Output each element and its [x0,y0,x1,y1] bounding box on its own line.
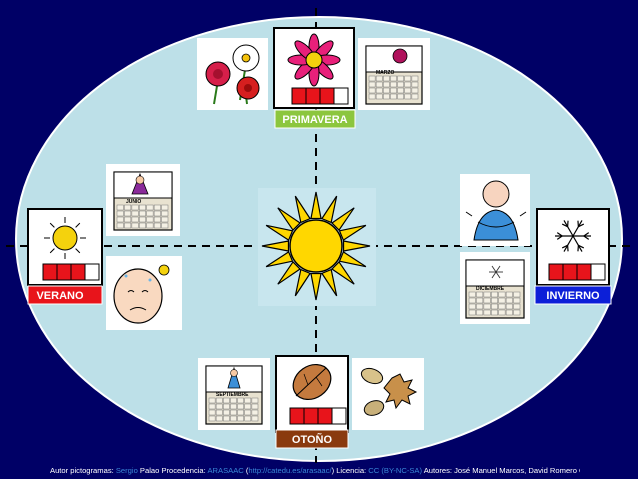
autumn-label: OTOÑO [275,429,349,449]
spring-calendar-card: MARZO [358,38,430,110]
credits-author-link[interactable]: Sergio [115,466,138,475]
calendar-icon [205,365,263,425]
credits-text: Autores: José Manuel Marcos, David Romer… [423,466,580,475]
spring-flower-icon [287,33,341,87]
calendar-month-label: DICIEMBRE [476,286,505,292]
credits-footer: Autor pictogramas: Sergio Palao Proceden… [50,463,580,479]
winter-season-squares [548,263,606,281]
credits-text: ) Licencia: [331,466,369,475]
winter-cold-person-card [460,174,530,246]
spring-label: PRIMAVERA [274,109,356,129]
summer-season-squares [42,263,100,281]
calendar-icon [465,259,525,319]
cold-person-icon [465,180,527,241]
spring-season-squares [291,87,349,105]
autumn-calendar-card: SEPTIEMBRE [198,358,270,430]
autumn-season-squares [289,407,347,425]
autumn-label-text: OTOÑO [292,433,333,446]
summer-label-text: VERANO [36,290,84,302]
credits-source-link[interactable]: ARASAAC [207,466,244,475]
flowers-icon [205,44,260,105]
calendar-icon [365,45,423,105]
autumn-season-card [275,355,349,433]
winter-label-text: INVIERNO [546,290,600,302]
leaves-icon [360,367,418,416]
calendar-month-label: JUNIO [126,199,141,205]
spring-season-card [273,27,355,109]
summer-sun-icon [44,217,86,259]
calendar-month-label: MARZO [376,70,394,76]
spring-flowers-card [197,38,268,110]
spring-label-text: PRIMAVERA [282,114,347,126]
autumn-leaves-card [352,358,424,430]
leaf-icon [292,363,332,401]
snowflake-icon [555,220,591,252]
credits-url-link[interactable]: http://catedu.es/arasaac/ [248,466,332,475]
calendar-month-label: SEPTIEMBRE [216,392,249,398]
winter-calendar-card: DICIEMBRE [460,252,530,324]
summer-hot-face-card [106,256,182,330]
sun-icon [258,188,376,306]
credits-text: Palao Procedencia: [137,466,208,475]
hot-face-icon [113,264,170,324]
credits-text: ( [243,466,249,475]
credits-text: Autor pictogramas: [50,466,116,475]
winter-label: INVIERNO [534,285,612,305]
summer-label: VERANO [27,285,103,305]
winter-season-card [536,208,610,286]
summer-season-card [27,208,103,286]
summer-calendar-card: JUNIO [106,164,180,236]
calendar-icon [113,171,173,231]
credits-license-link[interactable]: CC (BY-NC-SA) [368,466,423,475]
